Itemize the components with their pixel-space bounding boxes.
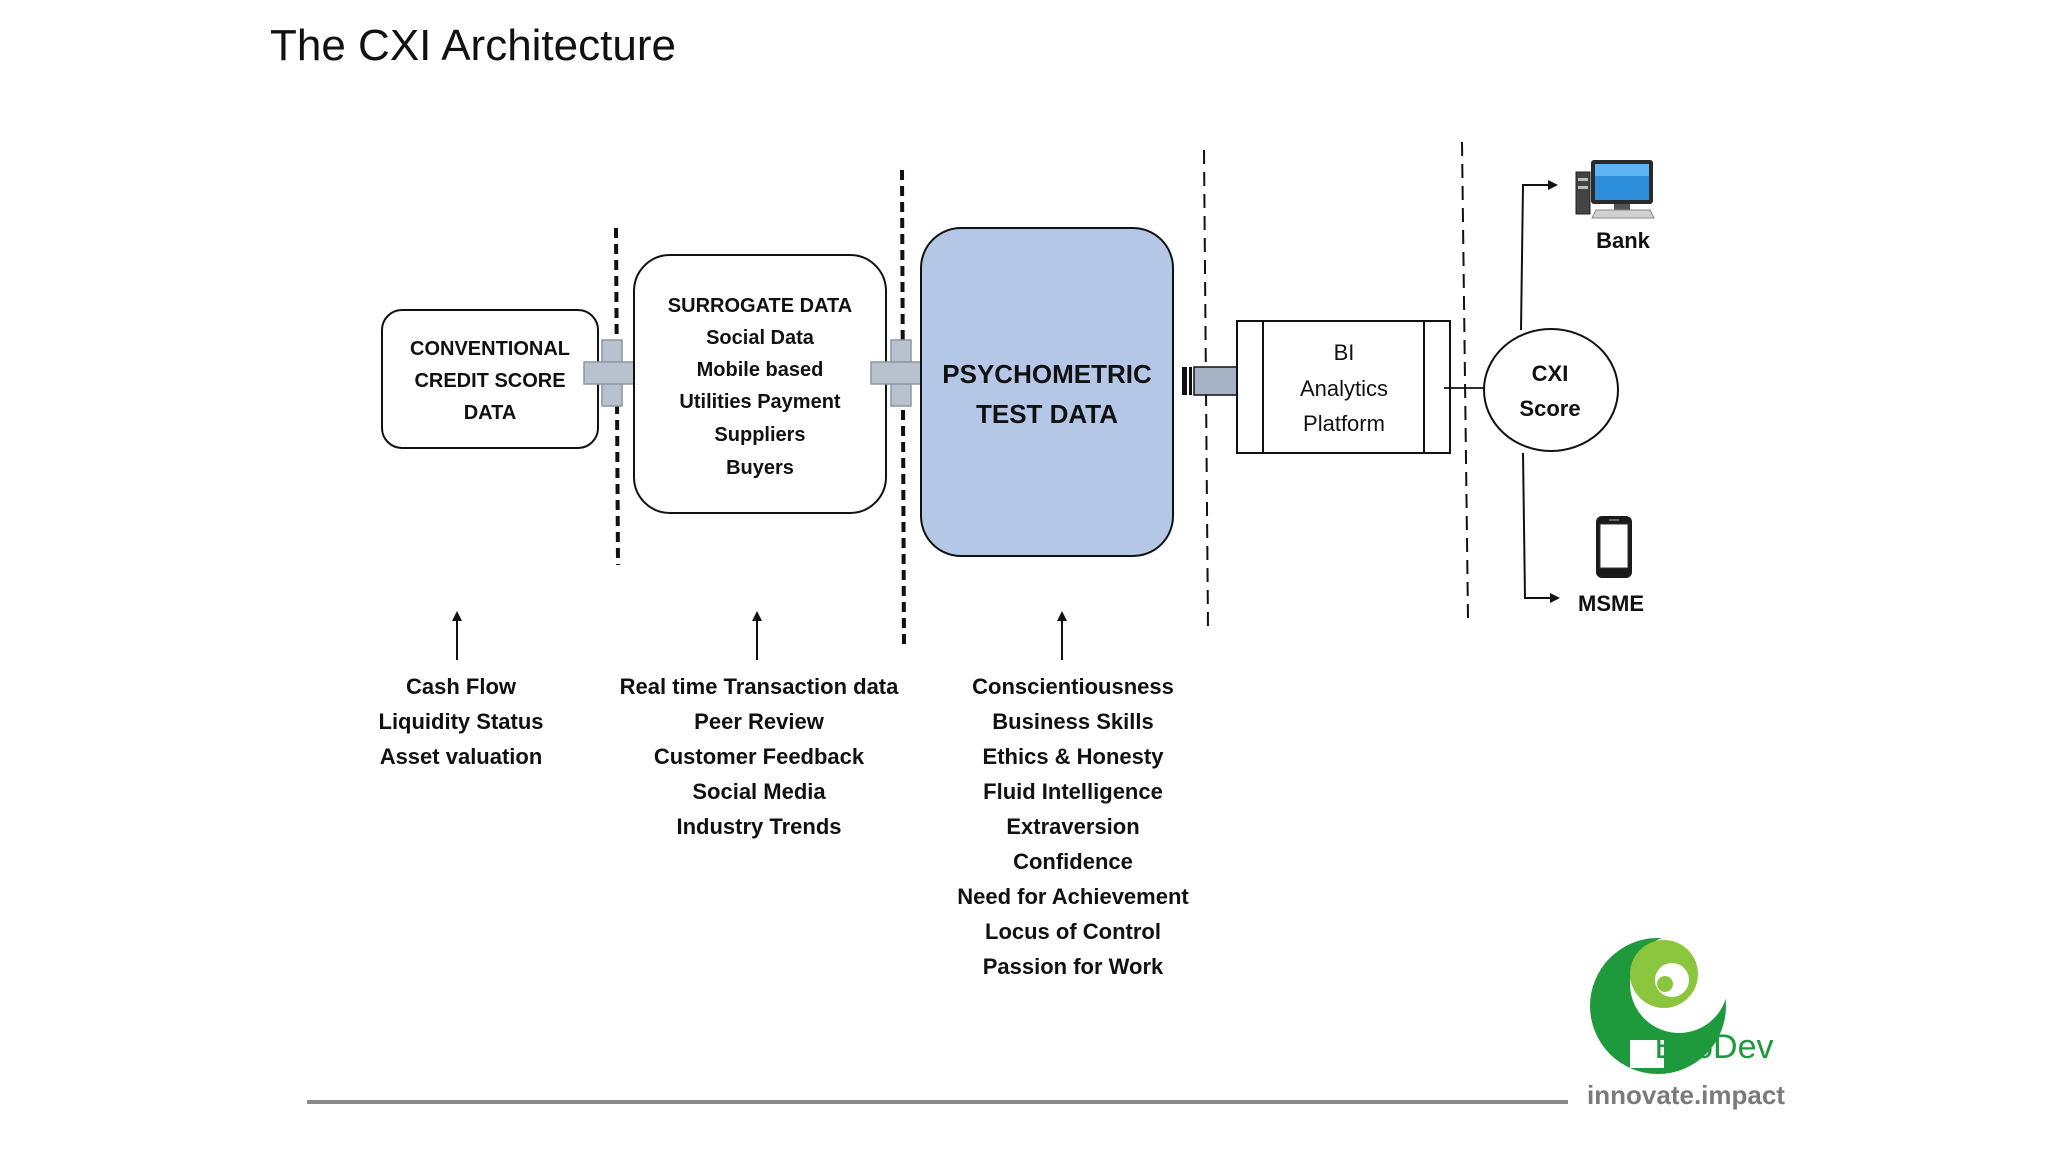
surrogate-box-line-1: SURROGATE DATA [668, 295, 852, 317]
cxi-score-line-1: CXI [1532, 361, 1569, 386]
conventional-box-line-3: DATA [464, 402, 517, 424]
bi-analytics-platform-box: BI Analytics Platform [1236, 320, 1451, 454]
arrow-cxi-to-msme [1522, 452, 1560, 603]
surrogate-box-line-2: Social Data [706, 327, 815, 349]
bi-box-line-2: Analytics [1300, 376, 1388, 401]
psychometric-inputs-list: Conscientiousness Business Skills Ethics… [957, 674, 1189, 979]
list-item: Conscientiousness [972, 674, 1174, 699]
list-item: Need for Achievement [957, 884, 1189, 909]
plus-connector-2 [870, 339, 936, 407]
list-item: Social Media [692, 779, 826, 804]
ecodev-logo-icon [1590, 935, 1728, 1074]
surrogate-data-box: SURROGATE DATA Social Data Mobile based … [633, 254, 887, 514]
surrogate-box-line-3: Mobile based [697, 359, 824, 381]
psychometric-box-line-1: PSYCHOMETRIC [942, 359, 1152, 389]
brand-name: EcoDev [1654, 1028, 1773, 1066]
list-item: Ethics & Honesty [983, 744, 1165, 769]
psychometric-test-data-box: PSYCHOMETRIC TEST DATA [920, 227, 1174, 557]
list-item: Real time Transaction data [620, 674, 900, 699]
list-item: Fluid Intelligence [983, 779, 1163, 804]
list-item: Asset valuation [380, 744, 543, 769]
separator-3 [1203, 149, 1209, 629]
desktop-computer-icon [1575, 160, 1655, 219]
cxi-score-node: CXI Score [1483, 328, 1619, 452]
list-item: Confidence [1013, 849, 1133, 874]
list-item: Liquidity Status [379, 709, 544, 734]
slide-title: The CXI Architecture [270, 21, 676, 70]
arrow-cxi-to-bank [1520, 180, 1558, 331]
conventional-box-line-1: CONVENTIONAL [410, 338, 570, 360]
msme-label: MSME [1578, 591, 1644, 616]
bi-box-line-3: Platform [1303, 411, 1385, 436]
cxi-score-line-2: Score [1519, 396, 1580, 421]
bank-label: Bank [1596, 228, 1651, 253]
conventional-box-line-2: CREDIT SCORE [414, 370, 565, 392]
list-item: Extraversion [1006, 814, 1139, 839]
conventional-credit-score-box: CONVENTIONAL CREDIT SCORE DATA [381, 309, 599, 449]
list-item: Peer Review [694, 709, 825, 734]
separator-2 [900, 169, 906, 649]
list-item: Passion for Work [983, 954, 1164, 979]
list-item: Cash Flow [406, 674, 517, 699]
brand-tagline: innovate.impact [1587, 1080, 1785, 1110]
surrogate-box-line-5: Suppliers [714, 424, 805, 446]
list-item: Customer Feedback [654, 744, 865, 769]
list-item: Locus of Control [985, 919, 1161, 944]
separator-4 [1461, 141, 1469, 619]
plus-connector-1 [583, 339, 649, 407]
surrogate-inputs-list: Real time Transaction data Peer Review C… [620, 674, 900, 839]
conventional-inputs-list: Cash Flow Liquidity Status Asset valuati… [379, 674, 544, 769]
surrogate-box-line-4: Utilities Payment [679, 391, 841, 413]
surrogate-box-line-6: Buyers [726, 457, 794, 479]
list-item: Industry Trends [676, 814, 841, 839]
mobile-phone-icon [1596, 516, 1632, 578]
list-item: Business Skills [992, 709, 1153, 734]
bi-box-line-1: BI [1334, 340, 1355, 365]
psychometric-box-line-2: TEST DATA [976, 399, 1118, 429]
